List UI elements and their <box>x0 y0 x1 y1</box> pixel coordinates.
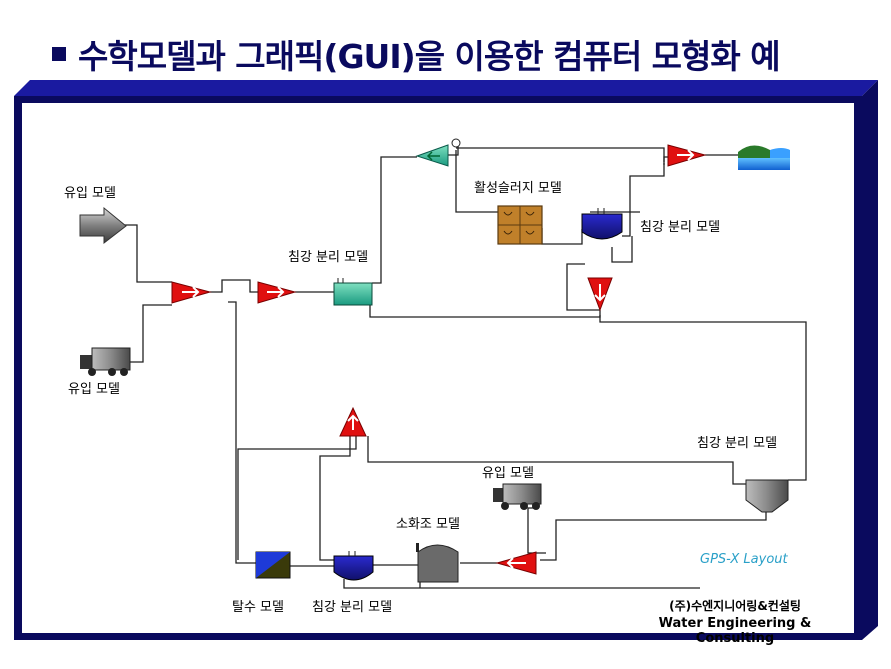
label-influent-sludge: 유입 모델 <box>482 466 534 481</box>
company-english: Water Engineering & Consulting <box>658 616 812 646</box>
title-bar: 수학모델과 그래픽(GUI)을 이용한 컴퓨터 모형화 예 <box>52 30 781 78</box>
label-secondary-settler: 침강 분리 모델 <box>640 220 721 235</box>
layout-tag: GPS-X Layout <box>700 552 788 567</box>
bottom-settler-icon <box>333 551 374 581</box>
pump-icon-bottom <box>495 551 537 575</box>
dewatering-icon <box>255 551 291 579</box>
digester-icon <box>416 543 459 583</box>
truck-icon-left <box>80 347 131 376</box>
pump-icon-3 <box>667 144 707 167</box>
label-primary-settler: 침강 분리 모델 <box>288 250 369 265</box>
label-influent-bottom: 유입 모델 <box>68 382 120 397</box>
label-activated-sludge: 활성슬러지 모델 <box>474 181 562 196</box>
influent-arrow-icon <box>79 206 127 245</box>
label-bottom-settler: 침강 분리 모델 <box>312 600 393 615</box>
thickener-icon <box>745 479 789 513</box>
label-influent-top: 유입 모델 <box>64 186 116 201</box>
effluent-river-icon <box>738 145 790 170</box>
pump-icon-2 <box>257 281 297 304</box>
company-credit: (주)수엔지니어링&컨설팅 Water Engineering & Consul… <box>628 597 842 646</box>
process-lines <box>124 142 807 589</box>
splitter-icon <box>415 138 461 167</box>
primary-settler-icon <box>333 278 373 306</box>
page-title: 수학모델과 그래픽(GUI)을 이용한 컴퓨터 모형화 예 <box>78 37 781 76</box>
secondary-clarifier-icon <box>581 208 623 240</box>
label-digester: 소화조 모델 <box>396 517 460 532</box>
pump-icon-1 <box>171 281 212 304</box>
label-dewatering: 탈수 모델 <box>232 600 284 615</box>
activated-sludge-icon <box>497 205 543 245</box>
title-bullet <box>52 47 66 61</box>
truck-icon-right <box>493 483 542 510</box>
pump-icon-up <box>339 406 367 437</box>
pump-icon-down <box>587 277 613 312</box>
company-korean: (주)수엔지니어링&컨설팅 <box>669 599 801 613</box>
label-thickener: 침강 분리 모델 <box>697 436 778 451</box>
